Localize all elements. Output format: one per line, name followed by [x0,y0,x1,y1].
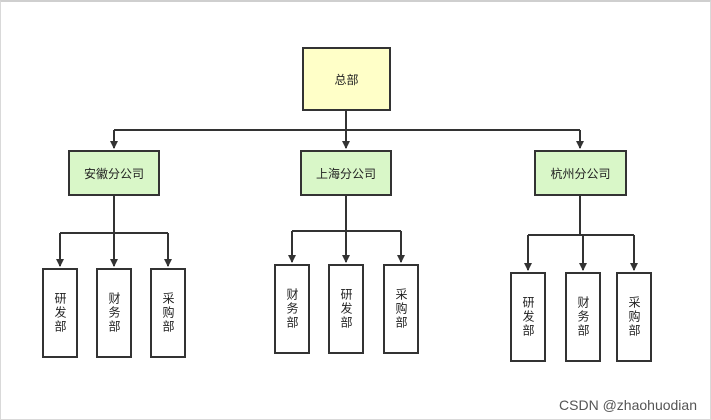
dept-node-label: 财务部 [576,296,590,338]
dept-node-label: 采购部 [394,288,408,330]
dept-node-shanghai-3: 采购部 [383,264,419,354]
watermark-text: CSDN @zhaohuodian [559,397,697,413]
branch-node-label: 安徽分公司 [83,166,144,181]
dept-node-anhui-3: 采购部 [150,268,186,358]
dept-node-label: 研发部 [521,296,535,338]
dept-node-label: 采购部 [627,296,641,338]
dept-node-label: 财务部 [107,292,121,334]
dept-node-label: 采购部 [161,292,175,334]
branch-node-shanghai: 上海分公司 [300,150,392,196]
dept-node-shanghai-2: 研发部 [328,264,364,354]
branch-node-label: 杭州分公司 [550,166,611,181]
dept-node-label: 研发部 [339,288,353,330]
dept-node-hangzhou-1: 研发部 [510,272,546,362]
root-node: 总部 [302,47,391,111]
dept-node-anhui-2: 财务部 [96,268,132,358]
branch-node-anhui: 安徽分公司 [68,150,160,196]
dept-node-label: 研发部 [53,292,67,334]
dept-node-anhui-1: 研发部 [42,268,78,358]
dept-node-hangzhou-3: 采购部 [616,272,652,362]
dept-node-shanghai-1: 财务部 [274,264,310,354]
branch-node-label: 上海分公司 [315,166,376,181]
branch-node-hangzhou: 杭州分公司 [534,150,627,196]
root-node-label: 总部 [334,72,359,87]
dept-node-hangzhou-2: 财务部 [565,272,601,362]
dept-node-label: 财务部 [285,288,299,330]
